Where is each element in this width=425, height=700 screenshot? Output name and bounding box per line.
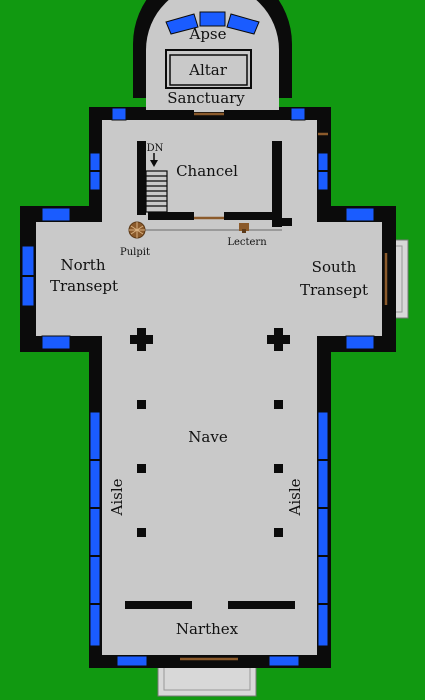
crossing-piers	[130, 328, 290, 351]
south-transept-label-line2: Transept	[300, 281, 368, 299]
aisle-left-label: Aisle	[108, 478, 126, 516]
pulpit-label: Pulpit	[120, 247, 150, 258]
lectern-label: Lectern	[227, 237, 267, 248]
stairs-down-arrow-icon	[150, 153, 158, 167]
apse-label: Apse	[188, 25, 226, 43]
altar-outline	[165, 49, 252, 89]
narthex-label: Narthex	[176, 620, 239, 638]
nave-columns	[137, 400, 283, 537]
nave-label: Nave	[188, 428, 228, 446]
pulpit-icon	[128, 221, 146, 239]
altar-table	[169, 54, 248, 86]
stairs	[145, 170, 168, 213]
doors	[180, 112, 388, 661]
window-mullions	[22, 170, 328, 605]
sanctuary-label: Sanctuary	[167, 89, 245, 107]
south-transept-label-line1: South	[312, 258, 357, 276]
chancel-label: Chancel	[176, 162, 238, 180]
aisle-right-label: Aisle	[286, 478, 304, 516]
altar-label: Altar	[188, 61, 228, 79]
north-transept-label-line1: North	[60, 256, 105, 274]
lectern-icon	[239, 223, 249, 233]
north-transept-label-line2: Transept	[50, 277, 118, 295]
interior-walls	[125, 110, 295, 609]
stairs-dn-label: DN	[147, 143, 164, 154]
